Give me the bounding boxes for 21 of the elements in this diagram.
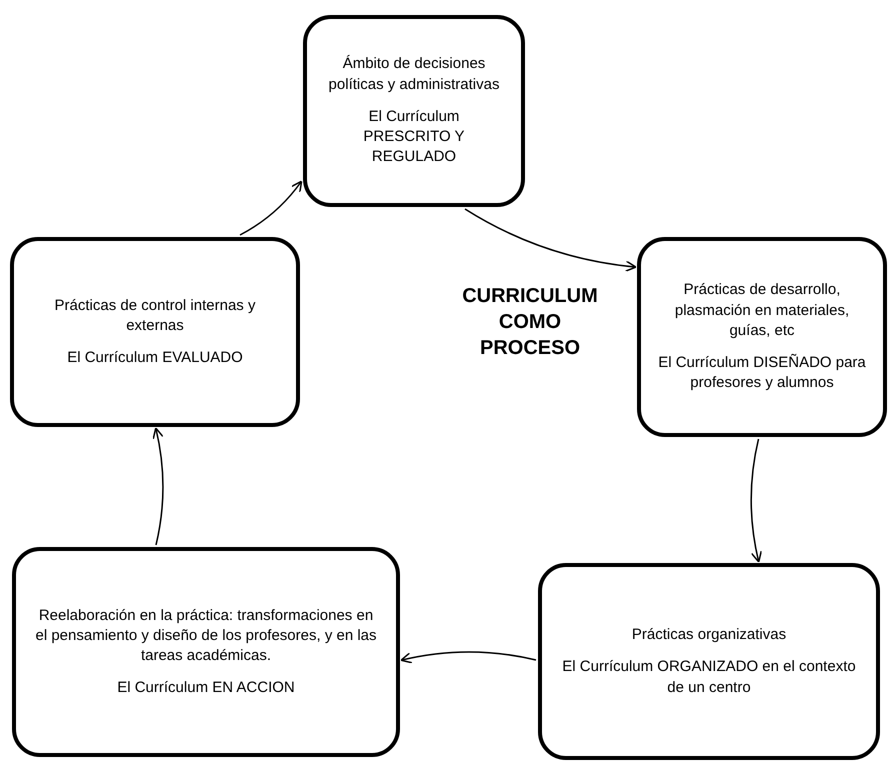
process-box: [10, 237, 300, 427]
process-box: [303, 15, 525, 207]
arrow: [464, 208, 637, 272]
process-box: [637, 237, 887, 437]
box-heading: Ámbito de decisiones políticas y administrativas: [328, 54, 500, 95]
process-box: [12, 547, 400, 757]
box-text: El Currículum EN ACCION: [117, 678, 295, 698]
process-box: [538, 563, 880, 760]
box-heading: Prácticas de desarrollo, plasmación en materiales, guías, etc: [674, 280, 850, 341]
arrow: [240, 180, 302, 236]
box-text: El Currículum DISEÑADO para profesores y alumnos: [657, 353, 867, 394]
arrow: [400, 651, 536, 664]
arrow: [750, 438, 762, 563]
box-heading: Prácticas de control internas y externas: [54, 296, 256, 336]
box-heading: Reelaboración en la práctica: transformaciones en el pensamiento y diseño de los profesores, y en las tareas académicas.: [34, 606, 378, 666]
box-text: El Currículum EVALUADO: [67, 348, 243, 368]
box-heading: Prácticas organizativas: [632, 625, 786, 646]
center-title: CURRICULUM COMO PROCESO: [461, 284, 599, 361]
box-text: El Currículum ORGANIZADO en el contexto de un centro: [561, 657, 857, 698]
box-text: El Currículum PRESCRITO Y REGULADO: [362, 106, 466, 168]
arrow: [152, 427, 164, 546]
